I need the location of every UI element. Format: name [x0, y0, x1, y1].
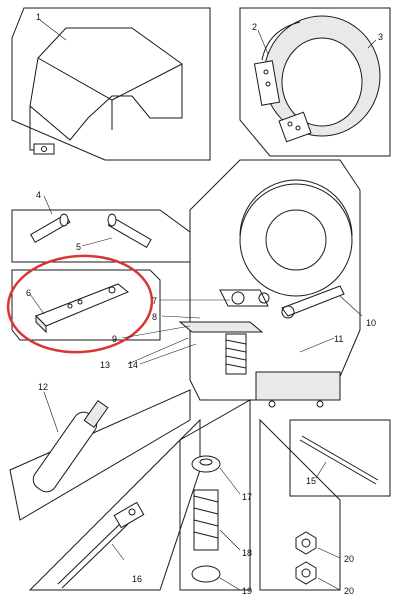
label-12: 12	[38, 382, 48, 392]
label-15: 15	[306, 476, 316, 486]
label-5: 5	[76, 242, 81, 252]
label-14: 14	[128, 360, 138, 370]
label-20-lower: 20	[344, 586, 354, 596]
detail-box-link-plate	[11, 269, 161, 341]
label-18: 18	[242, 548, 252, 558]
highlight-circle	[6, 254, 154, 354]
detail-box-cover	[11, 7, 211, 161]
part-cylinder	[9, 389, 191, 521]
label-4: 4	[36, 190, 41, 200]
label-16: 16	[132, 574, 142, 584]
label-17: 17	[242, 492, 252, 502]
label-6: 6	[26, 288, 31, 298]
part-nuts	[259, 418, 341, 591]
label-10: 10	[366, 318, 376, 328]
label-11: 11	[334, 334, 343, 344]
detail-box-brake-band	[239, 7, 391, 157]
label-20-upper: 20	[344, 554, 354, 564]
label-7: 7	[152, 296, 157, 306]
label-2: 2	[252, 22, 257, 32]
label-3: 3	[378, 32, 383, 42]
label-9: 9	[112, 334, 117, 344]
label-13: 13	[100, 360, 110, 370]
main-assembly	[121, 159, 363, 408]
detail-box-pins	[11, 195, 191, 263]
part-long-rod	[289, 419, 391, 497]
label-19: 19	[242, 586, 252, 596]
part-spring-set	[179, 399, 251, 591]
label-8: 8	[152, 312, 157, 322]
label-1: 1	[36, 12, 41, 22]
